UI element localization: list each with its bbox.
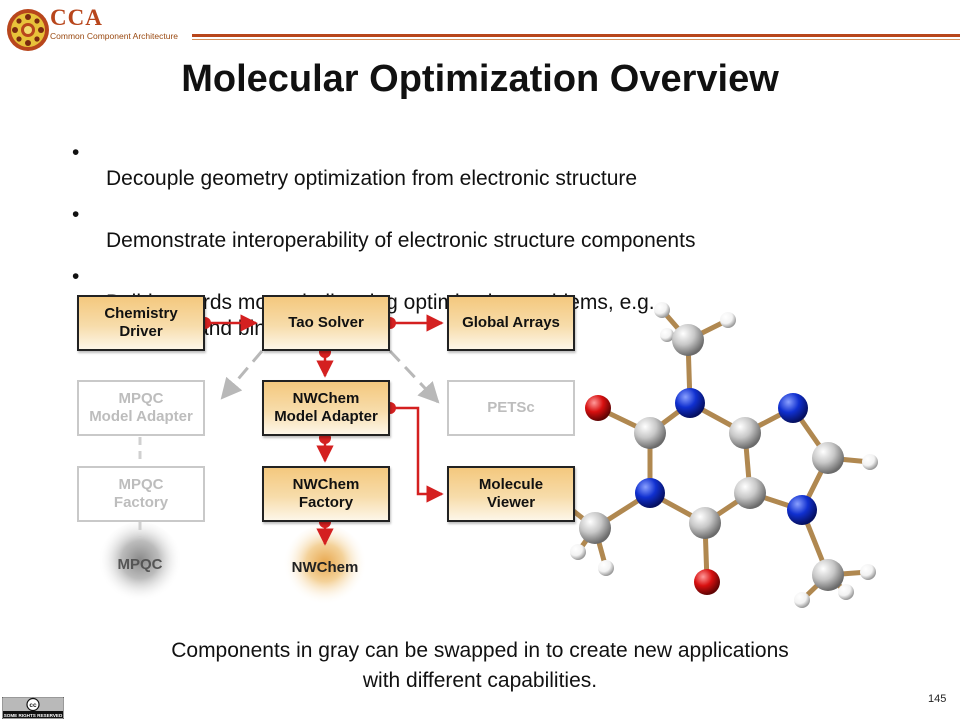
global-arrays-box: Global Arrays	[447, 295, 575, 351]
caffeine-molecule-image	[554, 302, 878, 608]
mpqc-factory-box: MPQC Factory	[77, 466, 205, 522]
mpqc-engine-label: MPQC	[117, 556, 163, 573]
bullet-dot: •	[72, 203, 80, 226]
dashed-connector	[220, 350, 264, 400]
header-rule	[192, 34, 960, 37]
slide-title: Molecular Optimization Overview	[181, 58, 779, 100]
creative-commons-icon[interactable]: cc SOME RIGHTS RESERVED	[2, 697, 64, 719]
bullet-dot: •	[72, 265, 80, 288]
component-diagram: Chemistry Driver Tao Solver Global Array…	[0, 280, 960, 610]
nwchem-factory-box: NWChem Factory	[262, 466, 390, 522]
header-rule-thin	[192, 39, 960, 40]
svg-text:cc: cc	[29, 702, 37, 709]
page-number: 145	[928, 693, 947, 705]
bullet-dot: •	[72, 141, 80, 164]
bullet-text: Demonstrate interoperability of electron…	[106, 229, 696, 252]
nwchem-model-adapter-box: NWChem Model Adapter	[262, 380, 390, 436]
bullet-text: Decouple geometry optimization from elec…	[106, 167, 638, 190]
logo-subtitle: Common Component Architecture	[50, 31, 179, 41]
bullet-item: • Decouple geometry optimization from ele…	[72, 140, 872, 192]
petsc-box: PETSc	[447, 380, 575, 436]
connector-adapter-to-viewer	[390, 406, 444, 503]
nwchem-engine-sphere	[283, 525, 367, 609]
tao-solver-box: Tao Solver	[262, 295, 390, 351]
license-badge-text: SOME RIGHTS RESERVED	[4, 713, 63, 718]
mpqc-model-adapter-box: MPQC Model Adapter	[77, 380, 205, 436]
diagram-caption: Components in gray can be swapped in to …	[171, 639, 789, 692]
chemistry-driver-box: Chemistry Driver	[77, 295, 205, 351]
bullet-item: • Demonstrate interoperability of electro…	[72, 202, 872, 254]
logo-title: CCA	[50, 5, 103, 30]
dashed-connector	[388, 349, 440, 404]
mpqc-engine-sphere	[98, 522, 182, 606]
diagram-connectors	[98, 302, 878, 609]
nwchem-engine-label: NWChem	[291, 559, 359, 576]
cca-logo-icon	[7, 9, 49, 51]
molecule-viewer-box: Molecule Viewer	[447, 466, 575, 522]
